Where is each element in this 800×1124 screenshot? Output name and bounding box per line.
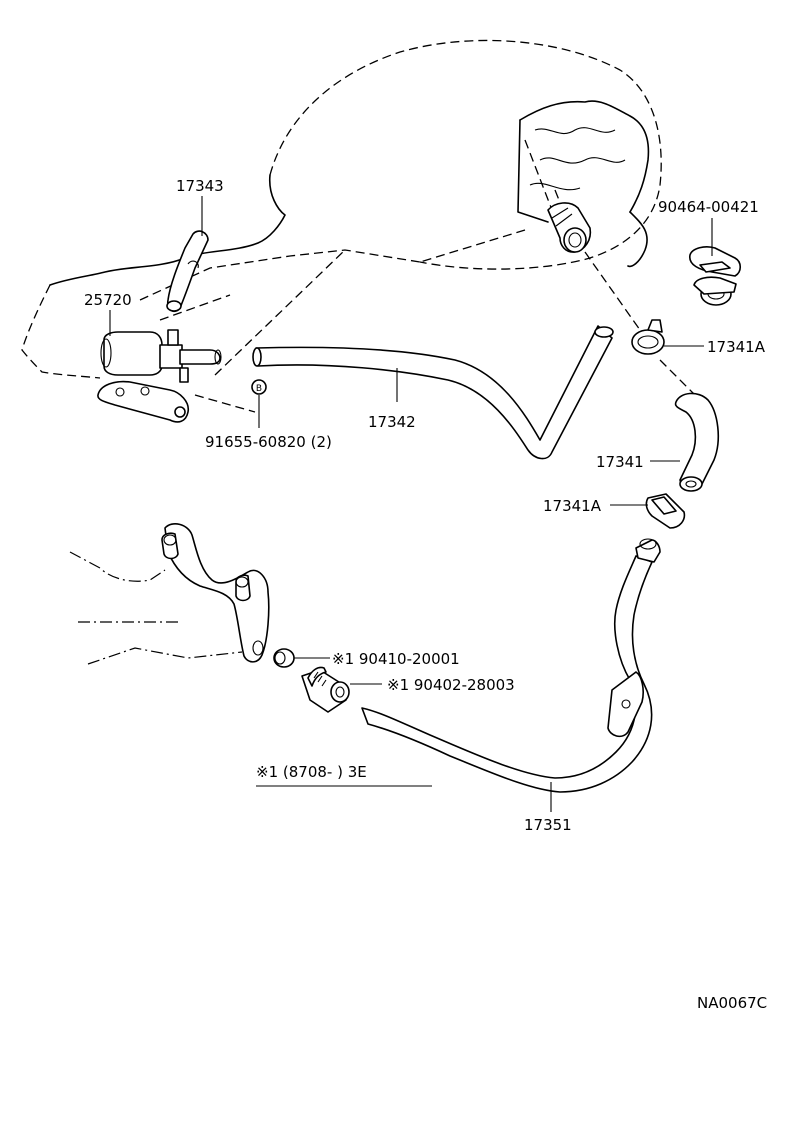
label-17351: 17351 bbox=[524, 816, 572, 834]
vsv-valve-25720 bbox=[97, 329, 222, 423]
figure-code: NA0067C bbox=[697, 994, 767, 1012]
routing-line-17341 bbox=[584, 251, 696, 396]
hose-17342 bbox=[252, 325, 614, 460]
pipe-17351 bbox=[361, 538, 661, 793]
label-90464-00421: 90464-00421 bbox=[658, 198, 759, 216]
label-25720: 25720 bbox=[84, 291, 132, 309]
label-17342: 17342 bbox=[368, 413, 416, 431]
label-90410-20001: ※1 90410-20001 bbox=[332, 650, 460, 668]
bolt-marker: B bbox=[251, 379, 267, 395]
label-17343: 17343 bbox=[176, 177, 224, 195]
engine-nipple-fitting bbox=[547, 202, 592, 253]
label-applicability-note: ※1 (8708- ) 3E bbox=[256, 763, 367, 781]
hose-17341 bbox=[674, 392, 720, 492]
hose-17343 bbox=[166, 230, 209, 313]
leader-lines bbox=[109, 196, 713, 812]
bracket-assembly bbox=[69, 523, 270, 665]
label-17341A-top: 17341A bbox=[707, 338, 766, 356]
fitting-90402 bbox=[301, 666, 350, 713]
label-91655-60820: 91655-60820 (2) bbox=[205, 433, 332, 451]
clamp-17341A-bottom bbox=[645, 493, 686, 529]
clamp-17341A-top bbox=[631, 319, 665, 355]
bolt-marker-letter: B bbox=[256, 384, 262, 394]
clamps-90464 bbox=[689, 246, 742, 306]
engine-outline bbox=[21, 39, 662, 413]
label-90402-28003: ※1 90402-28003 bbox=[387, 676, 515, 694]
gasket-90410 bbox=[273, 648, 295, 668]
part-labels: 17343 25720 90464-00421 17341A 17342 916… bbox=[84, 177, 767, 1012]
label-17341: 17341 bbox=[596, 453, 644, 471]
label-17341A-bottom: 17341A bbox=[543, 497, 602, 515]
